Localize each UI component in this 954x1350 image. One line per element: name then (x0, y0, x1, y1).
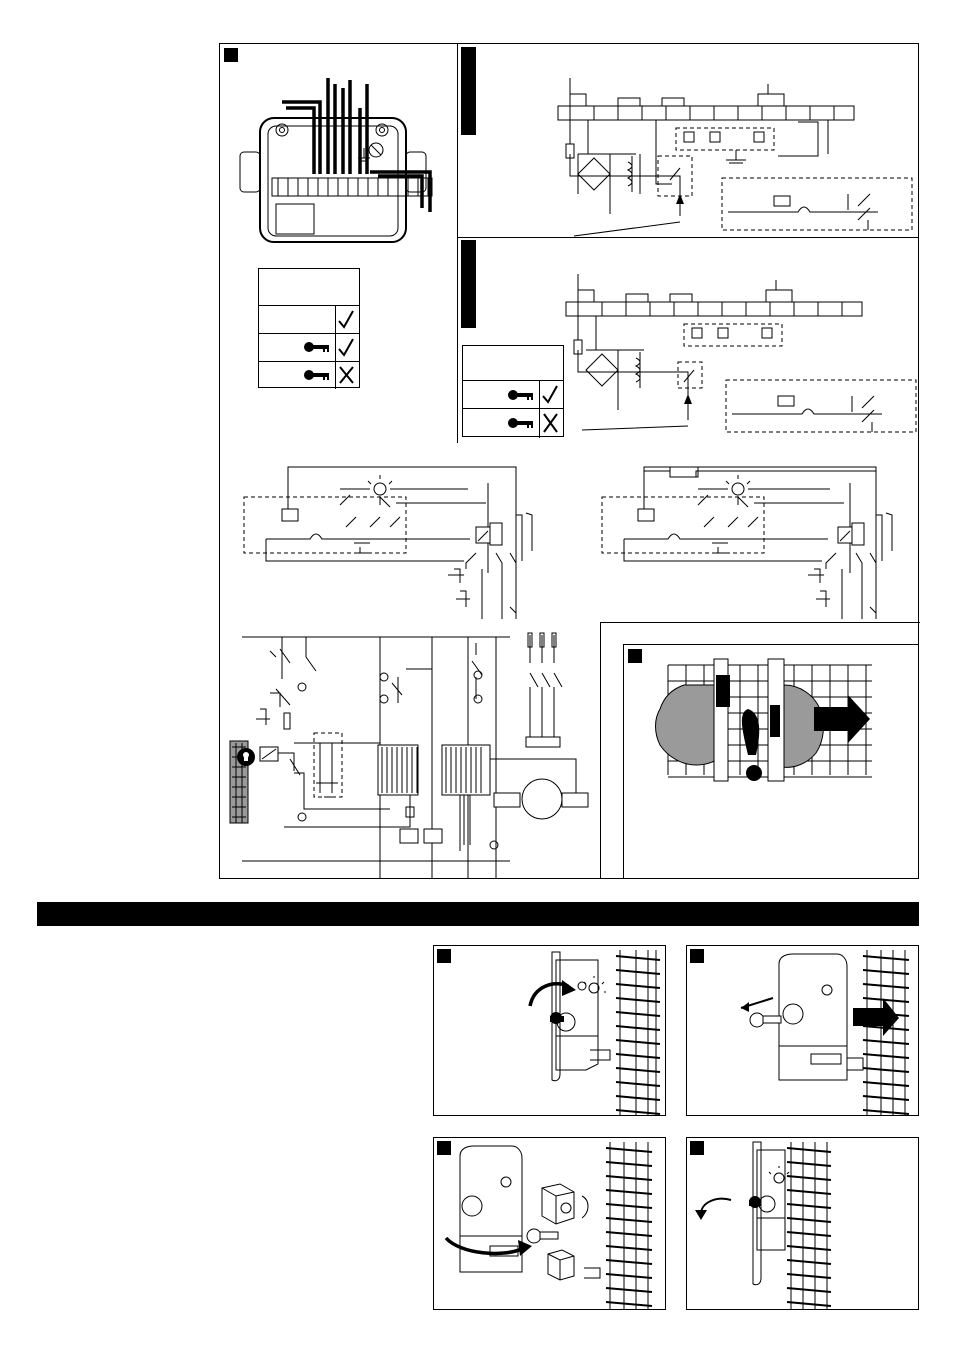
key-icon (750, 1013, 781, 1027)
machine-control-schematic (230, 633, 588, 879)
panel-step-transfer-key (433, 1137, 666, 1310)
sun-icon (769, 1166, 789, 1183)
step-turn-key-drawing (434, 946, 667, 1117)
rotate-arrow-icon (695, 1199, 731, 1220)
key-icon (304, 370, 329, 380)
panel-step-turn-key (433, 945, 666, 1116)
key-icon (508, 390, 533, 400)
arrow-right-icon (853, 998, 899, 1036)
panel-step-reinsert-key (686, 1137, 919, 1310)
circuit-variant-2 (566, 274, 916, 432)
circuit-variant-1 (558, 78, 912, 236)
cross-icon (340, 367, 353, 383)
step-reinsert-key-drawing (687, 1138, 920, 1311)
check-icon (543, 386, 557, 402)
check-icon (339, 311, 353, 327)
arrow-left-icon (741, 998, 773, 1012)
interlock-circuit-right (602, 467, 892, 619)
cross-icon (544, 414, 557, 432)
rotate-arrow-icon (446, 1238, 532, 1256)
sun-icon (584, 976, 606, 993)
check-icon (339, 339, 353, 355)
panel-wiring-terminal-box (219, 43, 459, 445)
warning-drawing (624, 645, 920, 880)
mesh-guard (616, 950, 660, 1116)
panel-step-remove-key-open-guard (686, 945, 919, 1116)
interlock-circuit-left (244, 467, 532, 619)
key-table-1 (258, 268, 360, 388)
panel-circuits (457, 43, 919, 445)
panel-stop-delay-warning (623, 644, 919, 879)
key-icon (508, 418, 533, 428)
key-table-2 (462, 345, 564, 437)
key-icon (527, 1229, 558, 1243)
mesh-guard (787, 1142, 831, 1310)
section-separator-band (37, 902, 919, 926)
step-remove-key-drawing (687, 946, 920, 1117)
mesh-guard (863, 950, 909, 1116)
step-transfer-key-drawing (434, 1138, 667, 1311)
key-icon (749, 1196, 761, 1208)
key-icon (304, 342, 329, 352)
rotate-arrow-icon (530, 980, 576, 1006)
mesh-guard (606, 1142, 652, 1310)
